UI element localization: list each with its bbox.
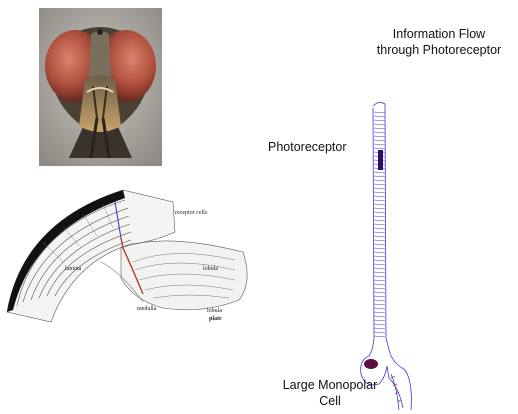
cell-stripe: [374, 292, 385, 293]
label-lamina: lamina: [65, 266, 82, 272]
cell-stripe: [374, 264, 385, 265]
cell-stripe: [374, 124, 385, 125]
cell-stripe: [374, 188, 385, 189]
cell-stripe: [374, 144, 385, 145]
cell-stripe: [374, 332, 385, 333]
cell-stripe: [374, 304, 385, 305]
cell-stripe: [374, 260, 385, 261]
cell-stripe: [374, 228, 385, 229]
cell-stripe: [374, 300, 385, 301]
cell-stripe: [374, 120, 385, 121]
cell-stripe: [374, 328, 385, 329]
cell-stripe: [374, 148, 385, 149]
cell-stripe: [374, 324, 385, 325]
cell-stripe: [374, 192, 385, 193]
cell-stripe: [374, 296, 385, 297]
title-line-1: Information Flow: [358, 26, 518, 42]
cell-stripe: [374, 248, 385, 249]
large-monopolar-cell-body: [364, 359, 378, 369]
label-medulla: medulla: [137, 306, 157, 312]
cell-stripe: [374, 308, 385, 309]
cell-stripe: [374, 196, 385, 197]
cell-stripe: [374, 312, 385, 313]
cell-stripe: [374, 336, 385, 337]
cell-stripe: [374, 268, 385, 269]
cell-stripe: [374, 172, 385, 173]
photoreceptor-cell-drawing: [355, 98, 430, 414]
cell-stripe: [374, 208, 385, 209]
cell-stripe: [374, 212, 385, 213]
cell-stripe: [374, 284, 385, 285]
cell-stripe: [374, 132, 385, 133]
cell-stripe: [374, 184, 385, 185]
cell-stripe: [374, 232, 385, 233]
lmc-label-line-1: Large Monopolar: [262, 377, 398, 393]
fly-head-photo: [39, 8, 162, 166]
cell-stripe: [374, 244, 385, 245]
cell-stripe: [374, 176, 385, 177]
title-line-2: through Photoreceptor: [358, 42, 518, 58]
label-receptor-cells: receptor cells: [175, 210, 208, 216]
photoreceptor-label: Photoreceptor: [268, 139, 347, 155]
label-lobula: lobula: [203, 266, 218, 272]
cell-stripe: [374, 200, 385, 201]
cell-stripe: [374, 240, 385, 241]
cell-stripe: [374, 236, 385, 237]
cell-stripe: [374, 220, 385, 221]
cell-stripe: [374, 112, 385, 113]
cell-stripe: [374, 252, 385, 253]
cell-stripe: [374, 256, 385, 257]
cell-stripe: [374, 224, 385, 225]
label-lobula-plate-1: lobula: [207, 308, 222, 314]
cell-stripe: [374, 320, 385, 321]
cell-stripe: [374, 216, 385, 217]
cell-stripe: [374, 280, 385, 281]
cell-stripe: [374, 116, 385, 117]
cell-stripe: [374, 136, 385, 137]
cell-stripe: [374, 204, 385, 205]
cell-stripe: [374, 180, 385, 181]
diagram-title: Information Flow through Photoreceptor: [358, 26, 518, 58]
cell-stripe: [374, 288, 385, 289]
cell-stripe: [374, 128, 385, 129]
rhabdomere-dark-segment: [378, 150, 383, 170]
label-lobula-plate-2: plate: [209, 316, 222, 322]
large-monopolar-cell-label: Large Monopolar Cell: [262, 377, 398, 409]
cell-stripe: [374, 272, 385, 273]
optic-lobe-diagram: receptor cells lamina medulla lobula lob…: [3, 182, 253, 330]
cell-stripe: [374, 140, 385, 141]
lmc-label-line-2: Cell: [262, 393, 398, 409]
cell-stripe: [374, 276, 385, 277]
cell-stripe: [374, 316, 385, 317]
